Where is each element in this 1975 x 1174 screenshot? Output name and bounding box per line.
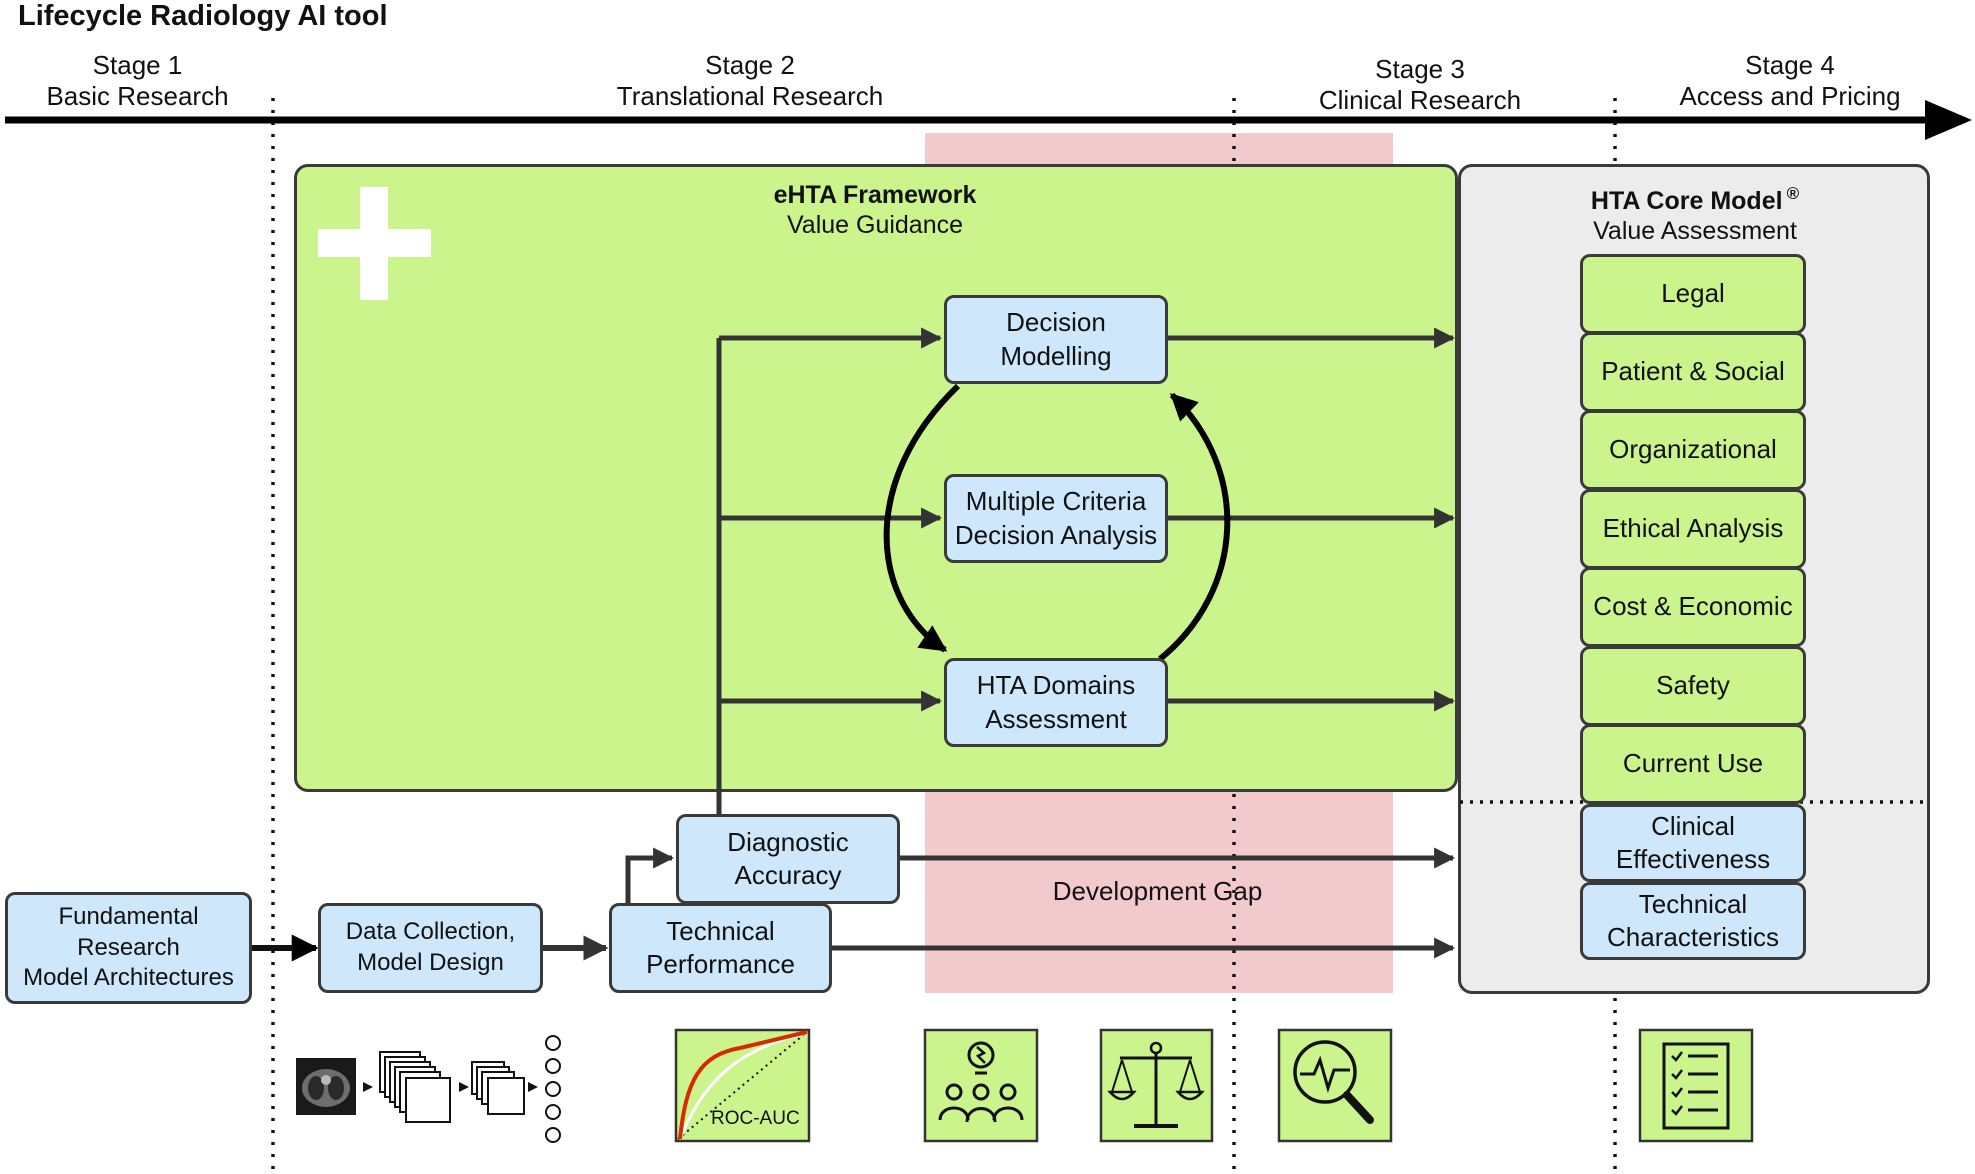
domain-cost-economic: Cost & Economic [1580, 567, 1806, 647]
cycle-arrow-right [1158, 392, 1231, 662]
roc-curve-icon [674, 1028, 811, 1143]
plus-icon [318, 187, 431, 300]
data-collection-box: Data Collection,Model Design [318, 903, 543, 993]
domain-safety: Safety [1580, 646, 1806, 726]
stakeholders-icon [923, 1028, 1039, 1143]
timeline-arrowhead [1925, 100, 1972, 140]
domain-current-use: Current Use [1580, 724, 1806, 804]
arrow-technical-to-diagnostic [625, 847, 675, 903]
development-gap-label: Development Gap [1052, 876, 1263, 906]
ct-scan-icon [296, 1058, 356, 1115]
ehta-title: eHTA Framework [773, 181, 977, 209]
ehta-subtitle: Value Guidance [786, 211, 964, 239]
ehta-framework-panel [294, 164, 1458, 792]
signal-search-icon [1277, 1028, 1393, 1143]
hta-core-title: HTA Core Model [1590, 187, 1783, 215]
diagram-title: Lifecycle Radiology AI tool [18, 0, 388, 32]
hta-core-subtitle: Value Assessment [1593, 217, 1797, 245]
registered-mark: ® [1786, 183, 1800, 203]
hta-core-title-block: HTA Core Model® Value Assessment [1540, 183, 1850, 246]
neural-network-icon [363, 1035, 561, 1143]
checklist-icon [1638, 1028, 1754, 1143]
roc-auc-label: ROC-AUC [711, 1108, 800, 1129]
cycle-arrow-left [883, 383, 961, 653]
balance-scale-icon [1099, 1028, 1214, 1143]
ehta-title-block: eHTA Framework Value Guidance [720, 180, 1030, 240]
domain-organizational: Organizational [1580, 410, 1806, 490]
domain-patient-social: Patient & Social [1580, 332, 1806, 412]
